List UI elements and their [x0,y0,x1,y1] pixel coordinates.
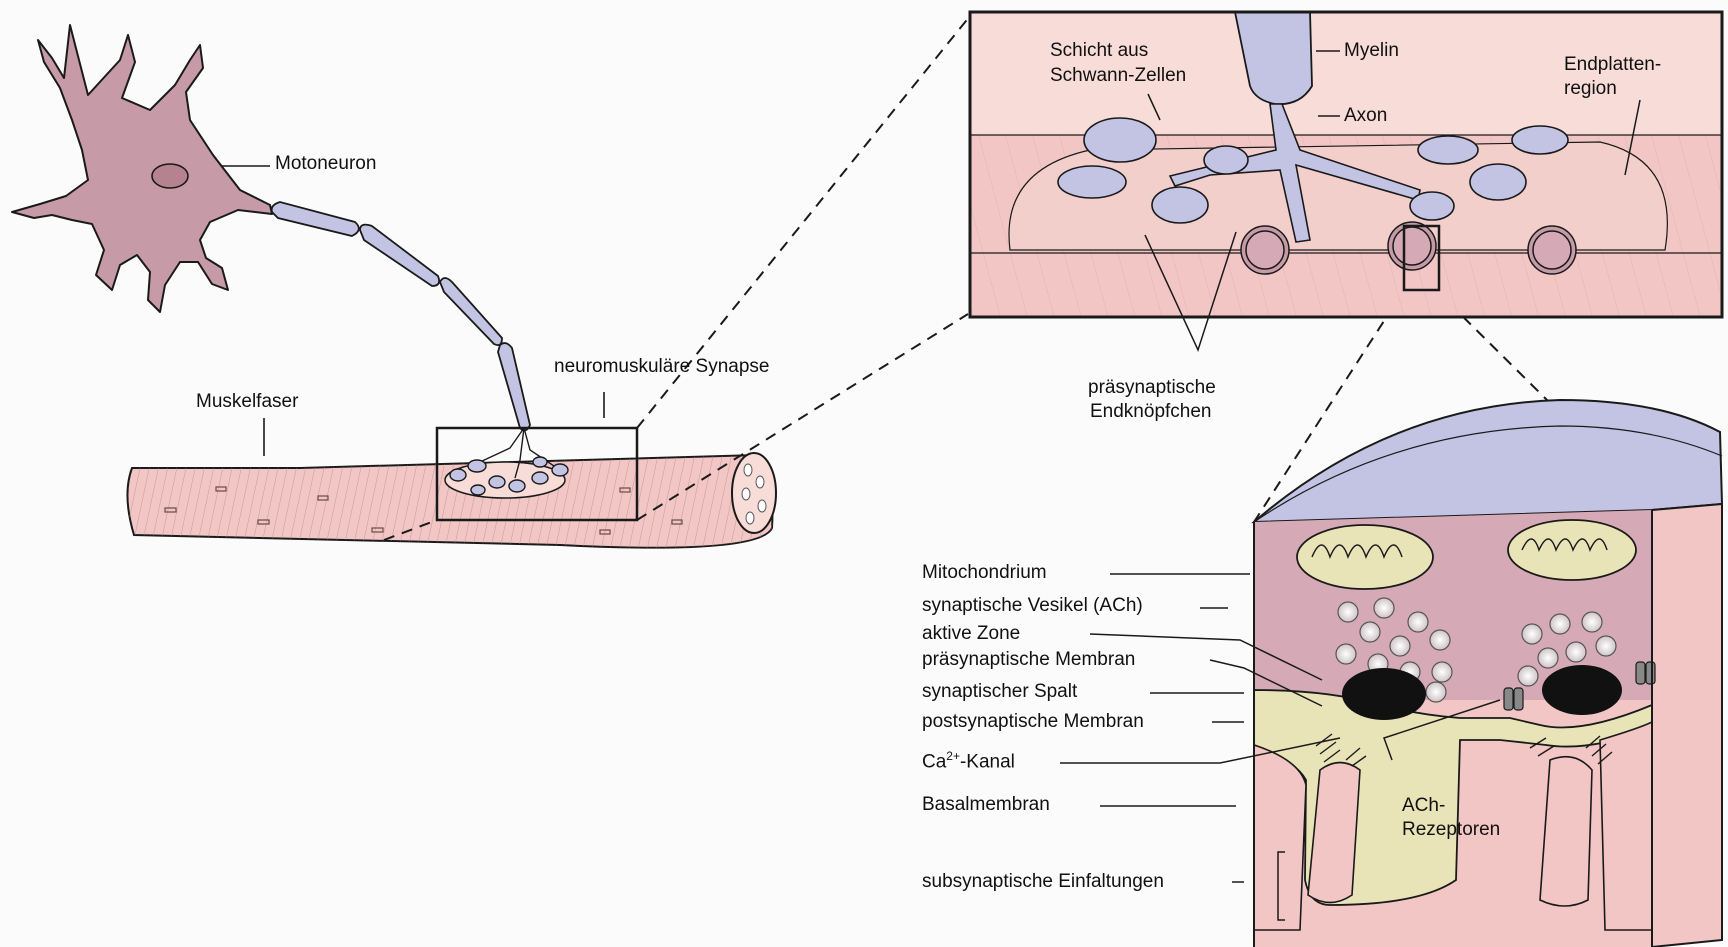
label-ca-kanal: Ca2+-Kanal [922,750,1015,773]
label-ach-line2: Rezeptoren [1402,820,1500,841]
motoneuron-nucleus [152,164,188,188]
label-praesyn-membran: präsynaptische Membran [922,650,1135,671]
label-schwann-line2: Schwann-Zellen [1050,66,1186,87]
muscle-fiber [127,428,776,548]
label-mitochondrium: Mitochondrium [922,563,1047,584]
motoneuron-cell [12,25,272,312]
label-endplatte-line2: region [1564,79,1617,100]
label-muskelfaser: Muskelfaser [196,392,298,413]
label-einfaltungen: subsynaptische Einfaltungen [922,872,1164,893]
label-schwann-line1: Schicht aus [1050,41,1148,62]
label-axon: Axon [1344,106,1387,127]
label-endplatte-line1: Endplatten- [1564,55,1661,76]
active-zone-right [1542,665,1622,715]
label-motoneuron: Motoneuron [275,154,376,175]
label-vesikel: synaptische Vesikel (ACh) [922,596,1143,617]
label-neuromuskulaere-synapse: neuromuskuläre Synapse [554,357,769,378]
label-ach-line1: ACh- [1402,796,1445,817]
label-aktive-zone: aktive Zone [922,624,1020,645]
label-spalt: synaptischer Spalt [922,682,1077,703]
label-endknoepfchen-line1: präsynaptische [1088,378,1216,399]
label-postsyn-membran: postsynaptische Membran [922,712,1144,733]
label-basalmembran: Basalmembran [922,795,1050,816]
label-endknoepfchen-line2: Endknöpfchen [1090,402,1212,423]
label-myelin: Myelin [1344,41,1399,62]
motoneuron-soma [12,25,272,312]
active-zone-left [1342,668,1426,720]
synapse-block-section [1060,400,1722,947]
axon-myelin-segments [272,202,530,430]
